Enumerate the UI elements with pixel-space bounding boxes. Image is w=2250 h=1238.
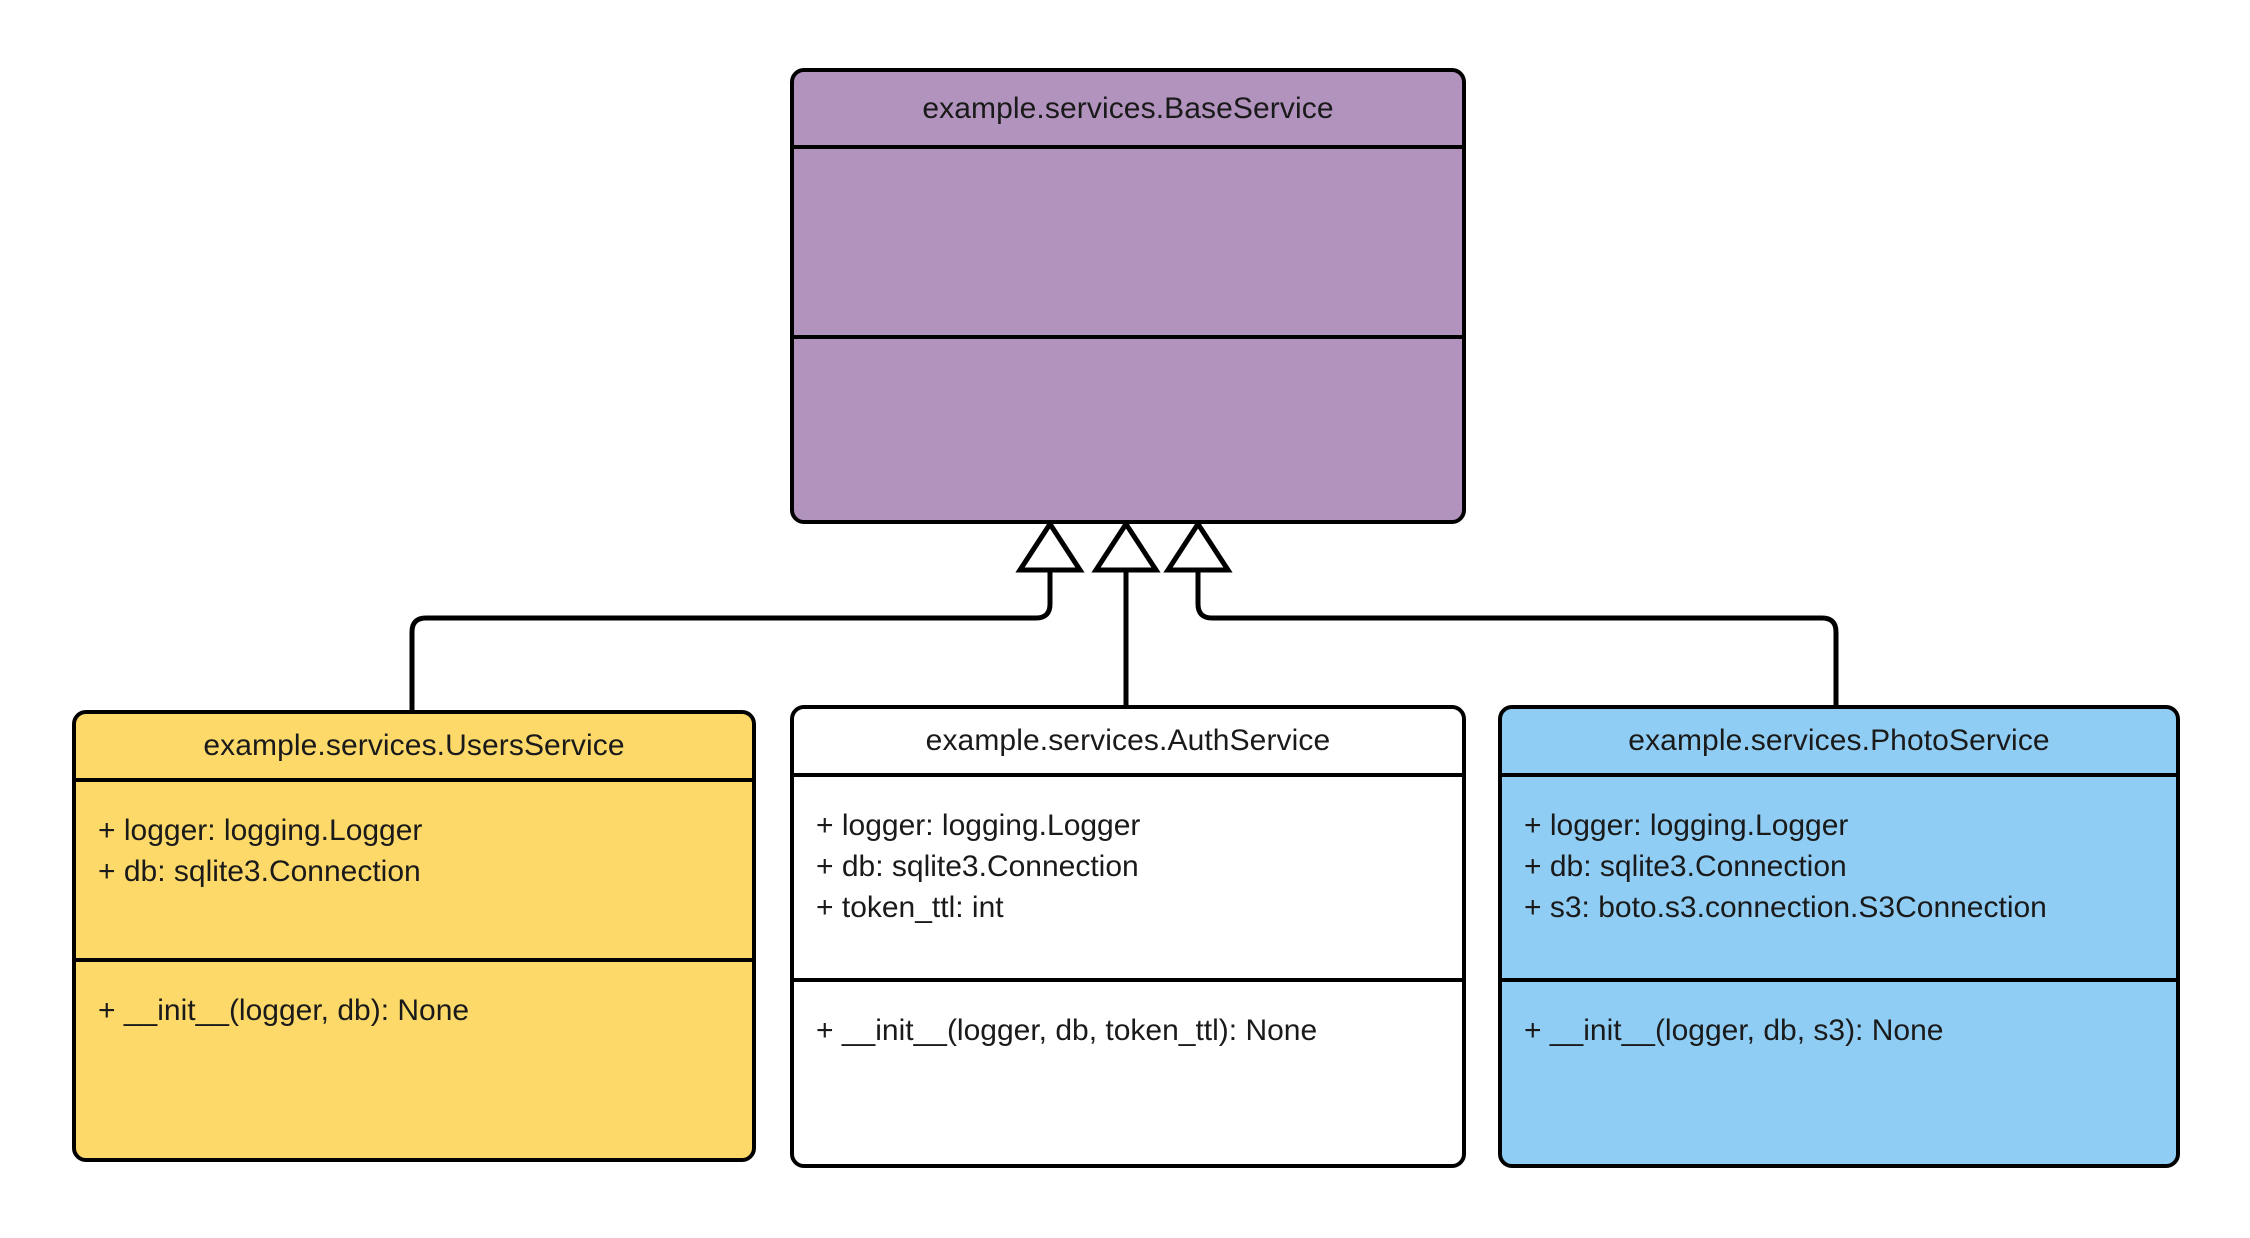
attribute-line: + db: sqlite3.Connection — [98, 855, 421, 888]
uml-class-users-service[interactable]: example.services.UsersService + logger: … — [72, 710, 756, 1162]
class-name-label: example.services.AuthService — [925, 724, 1331, 757]
class-attributes-compartment — [794, 149, 1462, 339]
attribute-line: + s3: boto.s3.connection.S3Connection — [1524, 891, 2047, 924]
class-title-compartment: example.services.AuthService — [794, 709, 1462, 777]
uml-class-base-service[interactable]: example.services.BaseService — [790, 68, 1466, 524]
attribute-line: + logger: logging.Logger — [1524, 809, 1849, 842]
class-attributes-compartment: + logger: logging.Logger + db: sqlite3.C… — [1502, 777, 2176, 982]
class-title-compartment: example.services.PhotoService — [1502, 709, 2176, 777]
uml-class-photo-service[interactable]: example.services.PhotoService + logger: … — [1498, 705, 2180, 1168]
class-attributes-compartment: + logger: logging.Logger + db: sqlite3.C… — [76, 782, 752, 962]
class-methods-compartment: + __init__(logger, db, s3): None — [1502, 982, 2176, 1164]
edge-users-to-base — [409, 568, 1053, 710]
class-title-compartment: example.services.BaseService — [794, 72, 1462, 149]
attribute-line: + logger: logging.Logger — [816, 809, 1141, 842]
class-name-label: example.services.PhotoService — [1628, 724, 2050, 757]
generalization-arrowhead-users — [1015, 519, 1085, 573]
attribute-line: + token_ttl: int — [816, 891, 1004, 924]
class-title-compartment: example.services.UsersService — [76, 714, 752, 782]
class-name-label: example.services.BaseService — [922, 91, 1334, 125]
class-methods-compartment — [794, 339, 1462, 520]
method-line: + __init__(logger, db, token_ttl): None — [816, 1014, 1318, 1047]
edge-photo-to-base — [1195, 568, 1839, 705]
generalization-arrowhead-photo — [1163, 519, 1233, 573]
attribute-line: + logger: logging.Logger — [98, 814, 423, 847]
generalization-arrowhead-auth — [1091, 519, 1161, 573]
class-methods-compartment: + __init__(logger, db, token_ttl): None — [794, 982, 1462, 1164]
class-name-label: example.services.UsersService — [203, 729, 625, 762]
class-methods-compartment: + __init__(logger, db): None — [76, 962, 752, 1158]
method-line: + __init__(logger, db, s3): None — [1524, 1014, 1944, 1047]
uml-class-auth-service[interactable]: example.services.AuthService + logger: l… — [790, 705, 1466, 1168]
attribute-line: + db: sqlite3.Connection — [816, 850, 1139, 883]
method-line: + __init__(logger, db): None — [98, 994, 470, 1027]
class-attributes-compartment: + logger: logging.Logger + db: sqlite3.C… — [794, 777, 1462, 982]
attribute-line: + db: sqlite3.Connection — [1524, 850, 1847, 883]
